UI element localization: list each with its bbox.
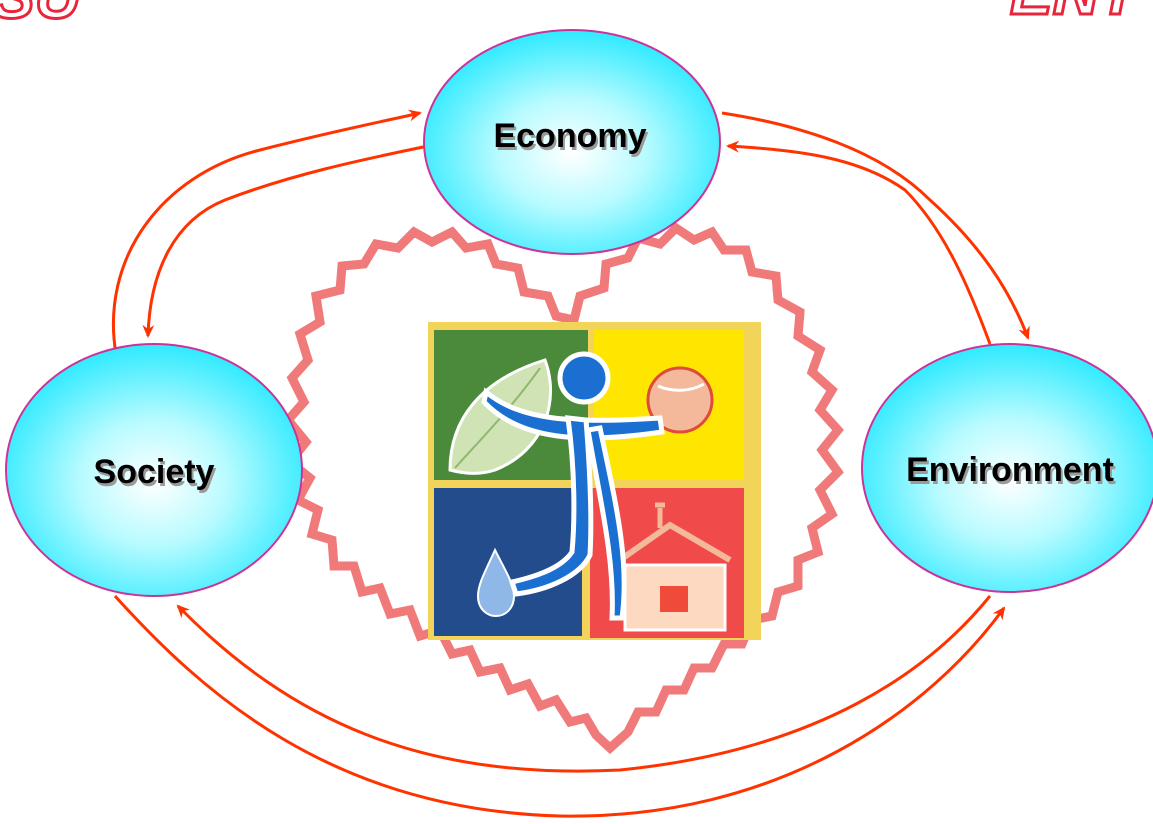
economy-node: Economy Economy — [423, 29, 721, 255]
sustainability-logo-icon — [428, 322, 761, 640]
environment-node: Environment Environment — [861, 343, 1153, 593]
society-label: Society — [94, 453, 215, 491]
environment-label-shadow: Environment — [908, 454, 1116, 492]
arrow-society-to-economy — [111, 109, 422, 355]
environment-label: Environment — [906, 451, 1114, 489]
arrow-economy-to-environment — [721, 111, 1030, 340]
society-node: Society Society — [5, 343, 303, 597]
title-fragment-left: SU — [0, 0, 83, 32]
society-label-shadow: Society — [96, 456, 217, 494]
title-fragment-right: ENT — [1010, 0, 1143, 28]
economy-label-shadow: Economy — [495, 120, 648, 158]
ball-icon — [646, 366, 714, 434]
title-banner: SU ENT — [0, 0, 1144, 34]
arrow-society-to-environment — [113, 594, 1006, 818]
cycle-arrows — [111, 109, 1030, 818]
heart-outline — [282, 222, 844, 755]
society-circle — [5, 343, 303, 597]
arrow-environment-to-society — [176, 595, 992, 773]
economy-label: Economy — [493, 117, 646, 155]
arrow-economy-to-society — [142, 144, 429, 338]
environment-circle — [861, 343, 1153, 593]
arrow-environment-to-economy — [726, 140, 992, 345]
economy-circle — [423, 29, 721, 255]
house-icon — [618, 502, 732, 632]
human-figure-icon — [481, 351, 665, 621]
